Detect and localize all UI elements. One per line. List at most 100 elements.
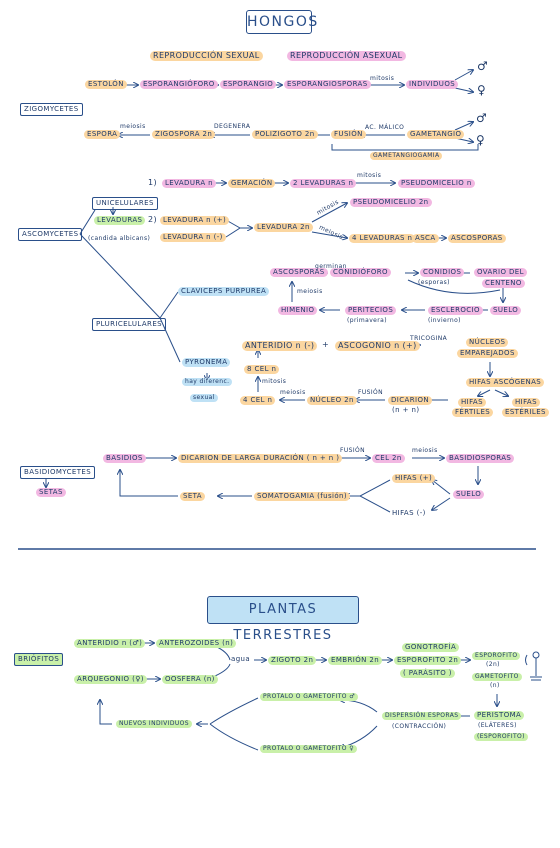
pyronema-label: PYRONEMA — [182, 358, 231, 367]
esporangio-node: ESPORANGIO — [220, 80, 277, 89]
parasito-node: ( PARÁSITO ) — [400, 669, 455, 678]
emparejados-node: EMPAREJADOS — [457, 349, 518, 358]
cuatro-levaduras-node: 4 LEVADURAS n — [349, 234, 416, 243]
gametofito-n-small: (n) — [490, 682, 500, 689]
n-n-label: (n + n) — [392, 406, 420, 414]
pluricelulares-label: PLURICELULARES — [92, 318, 166, 331]
esporofito-2n-small: (2n) — [486, 661, 500, 668]
hifas-ascogenas-node: HIFAS ASCÓGENAS — [466, 378, 545, 387]
germinan-label: germinan — [315, 263, 347, 270]
esteriles-node: ESTÉRILES — [502, 408, 549, 417]
gametangio-node: GAMETANGIO — [407, 130, 465, 139]
suelo-node-2: SUELO — [453, 490, 485, 499]
fertiles-node: FÉRTILES — [452, 408, 494, 417]
anteridio-node: ANTERIDIO n (-) — [242, 341, 318, 351]
levadura-plus-node: LEVADURA n (+) — [160, 216, 230, 225]
briofitos-label: BRIÓFITOS — [14, 653, 64, 666]
dos-levaduras-node: 2 LEVADURAS n — [290, 179, 357, 188]
repro-asexual-label: REPRODUCCIÓN ASEXUAL — [287, 51, 406, 61]
anteridio-plant-node: ANTERIDIO n (♂) — [74, 639, 146, 648]
conidioforo-node: CONIDIÓFORO — [330, 268, 391, 277]
gemacion-node: GEMACIÓN — [228, 179, 276, 188]
hifas-esteriles-node: HIFAS — [512, 398, 540, 407]
elateres-label: (ELÁTERES) — [478, 722, 517, 729]
himenio-node: HIMENIO — [278, 306, 318, 315]
anterozoides-node: ANTEROZOIDES (n) — [156, 639, 237, 648]
repro-sexual-label: REPRODUCCIÓN SEXUAL — [150, 51, 263, 61]
contraccion-label: (CONTRACCIÓN) — [392, 723, 447, 730]
tricogina-label: TRICOGINA — [410, 335, 448, 342]
esporofito-node: ESPOROFITO — [472, 652, 521, 660]
ocho-cel-node: 8 CEL n — [244, 365, 280, 374]
esporofito-paren-label: (ESPOROFITO) — [474, 733, 528, 741]
female-symbol-2: ♀ — [476, 133, 486, 147]
degenera-label: DEGENERA — [214, 123, 251, 130]
levadura-2n-node: LEVADURA 2n — [254, 223, 313, 232]
esporangioforo-node: ESPORANGIÓFORO — [140, 80, 218, 89]
step-1-marker: 1) — [148, 178, 158, 187]
step-2-marker: 2) — [148, 215, 158, 224]
unicelulares-label: UNICELULARES — [92, 197, 158, 210]
agua-label: agua — [231, 655, 251, 663]
zigoto-node: ZIGOTO 2n — [268, 656, 317, 665]
plus-sign: + — [322, 340, 330, 349]
asca-node: ASCA — [412, 234, 439, 243]
suelo-node: SUELO — [490, 306, 522, 315]
nucleos-node: NÚCLEOS — [466, 338, 509, 347]
ascosporas-node-2: ASCOSPORAS — [270, 268, 328, 277]
ac-malico-label: AC. MÁLICO — [365, 124, 405, 131]
esporangiosporas-node: ESPORANGIOSPORAS — [284, 80, 371, 89]
candida-label: (candida albicans) — [88, 235, 151, 242]
invierno-label: (invierno) — [428, 317, 461, 324]
female-symbol: ♀ — [477, 83, 487, 97]
levadura-minus-node: LEVADURA n (-) — [160, 233, 226, 242]
section-title-plantas: PLANTAS TERRESTRES — [207, 596, 359, 643]
mitosis-label: mitosis — [370, 75, 395, 82]
levaduras-label: LEVADURAS — [94, 216, 146, 225]
arquegonio-node: ARQUEGONIO (♀) — [74, 675, 147, 684]
gonotrofia-node: GONOTROFÍA — [402, 643, 460, 652]
page-title: HONGOS — [246, 10, 317, 34]
hifas-minus-node: HIFAS (-) — [392, 509, 426, 517]
zigomycetes-label: ZIGOMYCETES — [20, 103, 83, 116]
fusion-label: FUSIÓN — [358, 389, 384, 396]
mitosis-label-4: mitosis — [262, 378, 287, 385]
esporofito-2n-node: ESPOROFITO 2n — [394, 656, 462, 665]
hifas-fertiles-node: HIFAS — [458, 398, 486, 407]
pseudomicelio-2n-node: PSEUDOMICELIO 2n — [350, 198, 432, 207]
peristoma-node: PERISTOMA — [474, 711, 525, 720]
ovario-node: OVARIO DEL — [474, 268, 527, 277]
mitosis-label-2: mitosis — [357, 172, 382, 179]
ascomycetes-label: ASCOMYCETES — [18, 228, 83, 241]
cel-2n-node: CEL 2n — [372, 454, 405, 463]
setas-label: SETAS — [36, 488, 66, 497]
meiosis-label-5: meiosis — [412, 447, 438, 454]
meiosis-label-4: meiosis — [280, 389, 306, 396]
fusion-label-2: FUSIÓN — [340, 447, 366, 454]
zigospora-node: ZIGOSPORA 2n — [152, 130, 216, 139]
somatogamia-node: SOMATOGAMIA (fusión) — [254, 492, 351, 501]
claviceps-label: CLAVICEPS PURPUREA — [178, 287, 270, 296]
dicarion-larga-node: DICARION DE LARGA DURACIÓN ( n + n ) — [178, 454, 343, 463]
basidios-node: BASIDIOS — [103, 454, 146, 463]
basidiosporas-node: BASIDIOSPORAS — [446, 454, 515, 463]
primavera-label: (primavera) — [347, 317, 387, 324]
esclerocio-node: ESCLEROCIO — [428, 306, 483, 315]
polizigoto-node: POLIZIGOTO 2n — [252, 130, 318, 139]
basidiomycetes-label: BASIDIOMYCETES — [20, 466, 96, 479]
protalo-male-node: PROTALO O GAMETOFITO ♂ — [260, 693, 359, 701]
hay-diferenc-label: hay diferenc. — [182, 378, 233, 386]
oosfera-node: OOSFERA (n) — [162, 675, 218, 684]
male-symbol: ♂ — [477, 59, 489, 73]
fusion-node: FUSIÓN — [331, 130, 366, 139]
nucleo-2n-node: NÚCLEO 2n — [307, 396, 357, 405]
gametofito-node: GAMETOFITO — [472, 673, 522, 681]
cuatro-cel-node: 4 CEL n — [240, 396, 276, 405]
gametangiogamia-label: GAMETANGIOGAMIA — [370, 152, 443, 160]
male-symbol-2: ♂ — [476, 111, 488, 125]
protalo-female-node: PROTALO O GAMETOFITO ♀ — [260, 745, 358, 753]
esporas-label: (esporas) — [418, 279, 450, 286]
conidios-node: CONIDIOS — [420, 268, 465, 277]
